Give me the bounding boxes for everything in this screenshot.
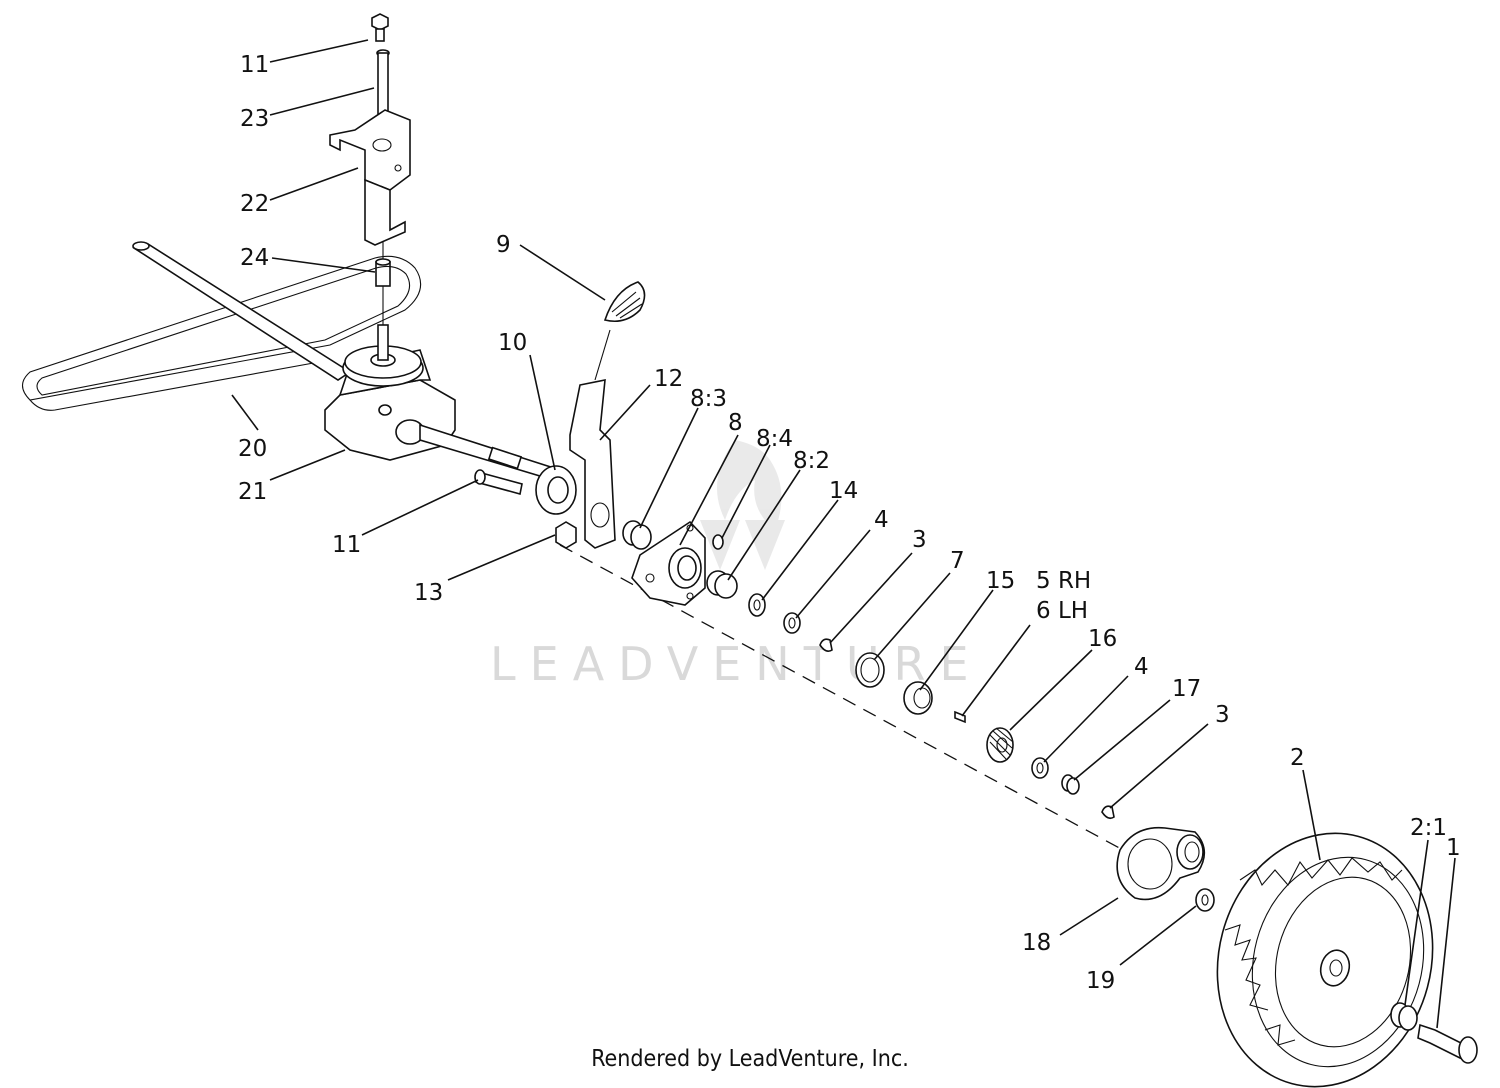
part-10-bearing bbox=[535, 465, 577, 515]
callout-15: 15 bbox=[986, 568, 1015, 594]
callout-11-top: 11 bbox=[240, 52, 269, 78]
callout-12: 12 bbox=[654, 366, 683, 392]
callout-5-rh: 5 RH bbox=[1036, 568, 1091, 594]
part-9-knob bbox=[603, 281, 646, 323]
callout-7: 7 bbox=[950, 548, 965, 574]
callout-8: 8 bbox=[728, 410, 743, 436]
callout-10: 10 bbox=[498, 330, 527, 356]
watermark-text: LEADVENTURE bbox=[490, 637, 983, 691]
part-15-cap bbox=[903, 681, 933, 715]
part-14-washer bbox=[748, 593, 766, 617]
callout-23: 23 bbox=[240, 106, 269, 132]
part-4-washer-lower bbox=[1031, 757, 1049, 779]
part-8-housing bbox=[631, 520, 706, 606]
part-17-spacer bbox=[1061, 774, 1080, 795]
part-18-pivot-bracket bbox=[1116, 826, 1206, 901]
callout-3-upper: 3 bbox=[912, 527, 927, 553]
callout-4-upper: 4 bbox=[874, 507, 889, 533]
callout-20: 20 bbox=[238, 436, 267, 462]
callout-16: 16 bbox=[1088, 626, 1117, 652]
part-13-nut bbox=[555, 521, 577, 549]
part-2-wheel bbox=[1216, 832, 1434, 1088]
part-12-lever bbox=[569, 379, 616, 549]
callout-17: 17 bbox=[1172, 676, 1201, 702]
callout-22: 22 bbox=[240, 191, 269, 217]
callout-13: 13 bbox=[414, 580, 443, 606]
callout-6-lh: 6 LH bbox=[1036, 598, 1088, 624]
part-11-bolt-lower bbox=[474, 469, 523, 495]
callout-8-4: 8:4 bbox=[756, 426, 793, 452]
callout-14: 14 bbox=[829, 478, 858, 504]
part-11-bolt-top bbox=[371, 13, 389, 42]
callout-3-lower: 3 bbox=[1215, 702, 1230, 728]
callout-8-2: 8:2 bbox=[793, 448, 830, 474]
part-21-transmission bbox=[324, 324, 561, 484]
callout-4-lower: 4 bbox=[1134, 654, 1149, 680]
part-20-belt bbox=[21, 255, 422, 411]
part-3-clip-upper bbox=[819, 638, 833, 652]
part-3-clip-lower bbox=[1101, 805, 1115, 819]
part-8-3-bushing bbox=[622, 520, 652, 550]
callout-8-3: 8:3 bbox=[690, 386, 727, 412]
part-8-4-pin bbox=[712, 534, 724, 550]
callout-2: 2 bbox=[1290, 745, 1305, 771]
leader-lines bbox=[231, 39, 1456, 1029]
part-16-gear bbox=[986, 727, 1014, 763]
callout-1: 1 bbox=[1446, 835, 1461, 861]
part-7-ring bbox=[855, 652, 885, 688]
callout-19: 19 bbox=[1086, 968, 1115, 994]
part-24-spacer bbox=[375, 258, 391, 287]
callout-24: 24 bbox=[240, 245, 269, 271]
part-8-2-bushing bbox=[706, 570, 738, 599]
part-5-6-key bbox=[954, 710, 966, 724]
footer-credit: Rendered by LeadVenture, Inc. bbox=[591, 1046, 909, 1072]
callout-2-1: 2:1 bbox=[1410, 815, 1447, 841]
knob-center-line bbox=[594, 329, 611, 381]
part-19-washer bbox=[1195, 888, 1215, 912]
callout-9: 9 bbox=[496, 232, 511, 258]
callout-21: 21 bbox=[238, 479, 267, 505]
callout-18: 18 bbox=[1022, 930, 1051, 956]
part-23-pin bbox=[376, 49, 390, 116]
part-22-bracket bbox=[329, 109, 411, 246]
part-1-bolt bbox=[1417, 1023, 1478, 1064]
part-2-1-bushing bbox=[1390, 1002, 1418, 1031]
callout-11-lower: 11 bbox=[332, 532, 361, 558]
callout-labels: 11 23 22 24 9 10 12 8:3 8 8:4 8:2 14 4 3… bbox=[238, 52, 1461, 994]
watermark-logo bbox=[700, 440, 785, 570]
